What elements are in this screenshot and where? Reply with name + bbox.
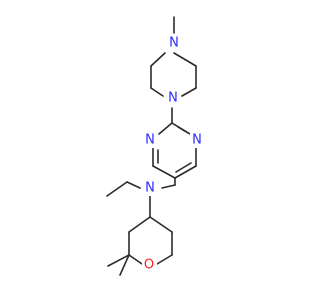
bond (161, 184, 176, 189)
atom-label: N (169, 36, 179, 51)
bond (181, 87, 197, 97)
molecule-diagram: N N N N N O (106, 16, 204, 276)
bond (128, 254, 143, 265)
atom-layer: N N N N N O (142, 35, 204, 273)
bond (177, 126, 189, 134)
atom-label: O (144, 258, 154, 273)
atom-label: N (145, 181, 155, 196)
bond (173, 52, 197, 67)
atom-n-piperazine-bottom: N (166, 90, 180, 106)
atom-n-amine: N (143, 180, 157, 196)
atom-n-piperazine-top: N (167, 35, 181, 51)
atom-label: N (145, 133, 155, 148)
bond (156, 254, 173, 265)
bond (128, 216, 151, 233)
bond (106, 181, 128, 197)
bond (107, 254, 130, 267)
bond (174, 165, 197, 179)
atom-label: N (192, 133, 202, 148)
bond (152, 165, 176, 179)
atom-o-oxane: O (142, 257, 157, 273)
bond (150, 52, 166, 67)
atom-label: N (168, 91, 178, 106)
bond (149, 216, 173, 233)
bond (175, 162, 192, 173)
bond (126, 181, 141, 189)
bond (150, 87, 164, 97)
atom-n-pyrimidine-left: N (143, 132, 157, 148)
bond-layer (106, 16, 197, 276)
bond (119, 254, 130, 276)
atom-n-pyrimidine-right: N (190, 132, 204, 148)
bond (158, 122, 173, 135)
